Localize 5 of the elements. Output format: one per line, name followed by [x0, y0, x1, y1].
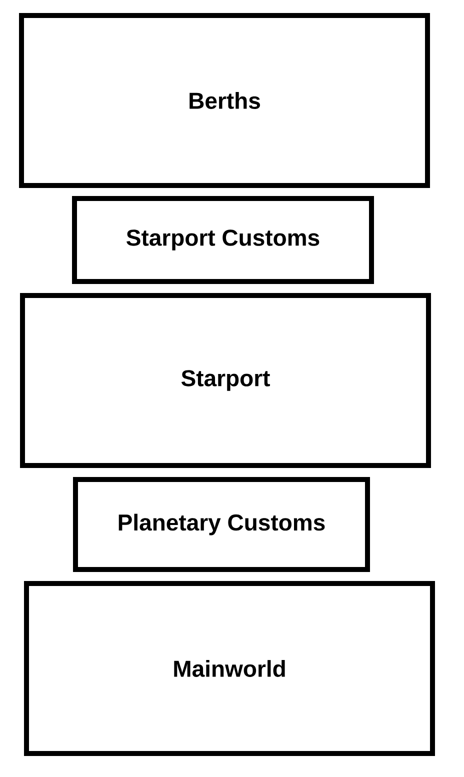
- text-box: Starport: [20, 293, 431, 468]
- text-box: Mainworld: [24, 581, 435, 756]
- text-box: Starport Customs: [72, 196, 374, 284]
- text-box: Berths: [19, 13, 430, 188]
- text-box: Planetary Customs: [73, 477, 370, 572]
